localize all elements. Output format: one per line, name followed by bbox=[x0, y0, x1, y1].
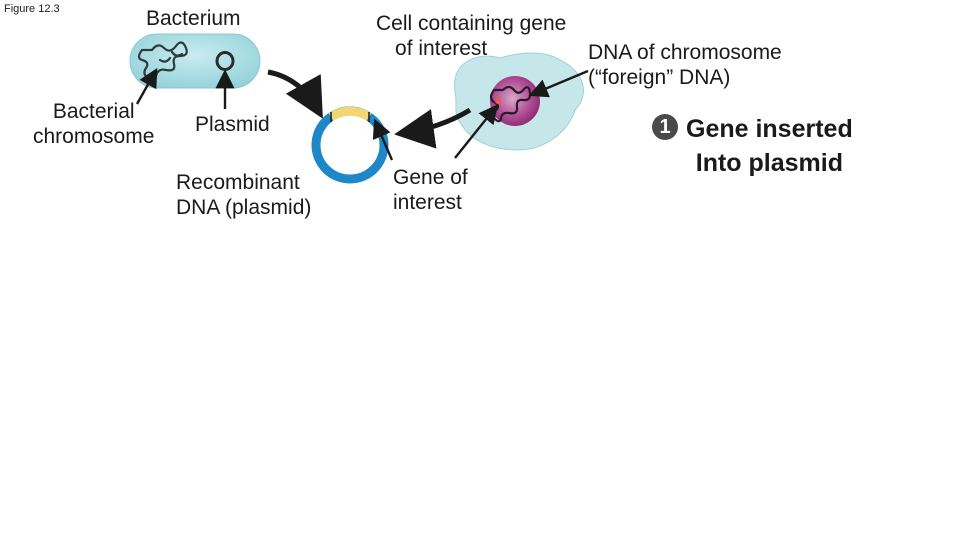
bacterium-title: Bacterium bbox=[146, 7, 241, 30]
recombinant-dna-label: Recombinant DNA (plasmid) bbox=[176, 170, 311, 220]
recombinant-label-line2: DNA (plasmid) bbox=[176, 196, 312, 220]
donor-cell-title: Cell containing gene of interest bbox=[376, 11, 566, 61]
foreign-dna-label-line2: (“foreign” DNA) bbox=[588, 66, 731, 90]
bacterial-chromosome-icon bbox=[137, 41, 188, 81]
bacterial-chromosome-label-line1: Bacterial bbox=[52, 100, 135, 123]
recombinant-gene-pointer bbox=[372, 118, 394, 161]
donor-cell-title-line1: Cell containing gene bbox=[376, 12, 567, 35]
arrow-cell-to-recombinant bbox=[394, 107, 472, 149]
donor-cell-title-line2: of interest bbox=[395, 37, 488, 61]
bacterial-chromosome-label: Bacterial chromosome bbox=[33, 99, 154, 149]
step-description-line1: Gene inserted bbox=[686, 115, 853, 143]
foreign-dna-label: DNA of chromosome (“foreign” DNA) bbox=[588, 40, 782, 90]
gene-of-interest-label: Gene of interest bbox=[393, 165, 468, 215]
step-description-line2: Into plasmid bbox=[695, 149, 843, 177]
bacterial-chromosome-label-line2: chromosome bbox=[33, 125, 155, 149]
inserted-gene-segment bbox=[328, 106, 372, 121]
gene-of-interest-line1: Gene of bbox=[393, 166, 468, 189]
gene-of-interest-pointer bbox=[454, 104, 498, 159]
chromosome-pointer bbox=[135, 67, 158, 105]
figure-label: Figure 12.3 bbox=[4, 3, 60, 15]
recombinant-label-line1: Recombinant bbox=[176, 171, 300, 194]
gene-of-interest-line2: interest bbox=[393, 191, 462, 215]
step-number-badge: 1 bbox=[652, 114, 678, 140]
step-one: 1 Gene inserted Into plasmid bbox=[652, 112, 853, 180]
recombinant-plasmid bbox=[311, 106, 389, 184]
arrow-bacterium-to-recombinant bbox=[267, 69, 323, 119]
foreign-dna-pointer bbox=[528, 69, 589, 98]
step-description: Gene inserted Into plasmid bbox=[686, 112, 853, 180]
foreign-dna-label-line1: DNA of chromosome bbox=[588, 41, 782, 64]
gene-of-interest-marker bbox=[495, 98, 501, 104]
plasmid-label: Plasmid bbox=[195, 113, 270, 136]
